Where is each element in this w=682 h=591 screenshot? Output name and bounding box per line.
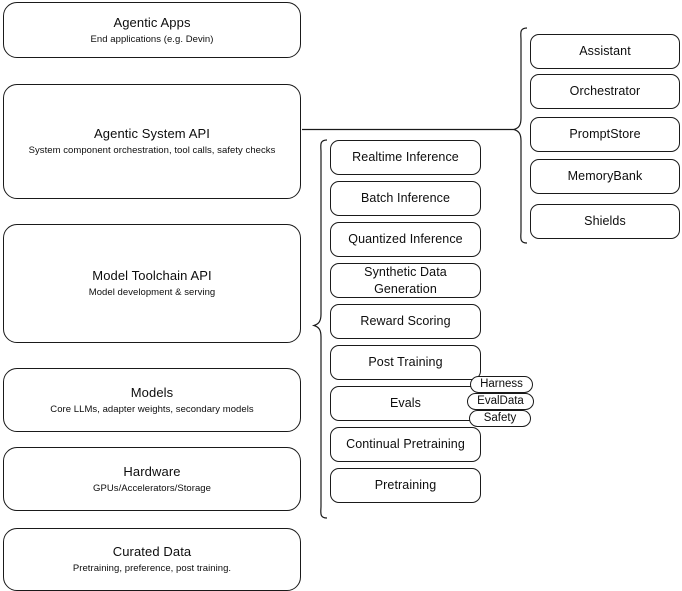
brace-system-components (511, 27, 528, 244)
capability-synthetic-data-generation[interactable]: Synthetic Data Generation (330, 263, 481, 298)
component-label: Assistant (579, 44, 631, 58)
layer-agentic-apps[interactable]: Agentic Apps End applications (e.g. Devi… (3, 2, 301, 58)
component-assistant[interactable]: Assistant (530, 34, 680, 69)
component-label: MemoryBank (567, 169, 643, 183)
capability-label: Batch Inference (360, 191, 451, 205)
component-label: Shields (584, 214, 626, 228)
evals-badge-evaldata[interactable]: EvalData (467, 393, 534, 410)
component-memorybank[interactable]: MemoryBank (530, 159, 680, 194)
brace-toolchain-capabilities (311, 139, 328, 519)
component-label: Orchestrator (569, 84, 641, 98)
layer-title: Models (130, 384, 174, 400)
layer-title: Model Toolchain API (92, 268, 212, 283)
capability-label: Evals (389, 396, 422, 410)
component-orchestrator[interactable]: Orchestrator (530, 74, 680, 109)
layer-models[interactable]: Models Core LLMs, adapter weights, secon… (3, 368, 301, 432)
capability-label: Synthetic Data Generation (364, 264, 447, 296)
capability-quantized-inference[interactable]: Quantized Inference (330, 222, 481, 257)
capability-evals[interactable]: Evals (330, 386, 481, 421)
layer-title: Hardware (123, 463, 181, 479)
capability-pretraining[interactable]: Pretraining (330, 468, 481, 503)
layer-title: Agentic Apps (113, 14, 191, 30)
capability-label: Pretraining (374, 478, 437, 492)
layer-subtitle: Model development & serving (88, 287, 216, 298)
layer-subtitle: Pretraining, preference, post training. (72, 563, 232, 574)
capability-label: Reward Scoring (360, 314, 451, 328)
layer-agentic-system-api[interactable]: Agentic System API System component orch… (3, 84, 301, 199)
component-shields[interactable]: Shields (530, 204, 680, 239)
capability-label: Post Training (368, 355, 443, 369)
capability-continual-pretraining[interactable]: Continual Pretraining (330, 427, 481, 462)
capability-label: Quantized Inference (348, 232, 463, 246)
capability-label: Continual Pretraining (346, 437, 465, 451)
layer-curated-data[interactable]: Curated Data Pretraining, preference, po… (3, 528, 301, 591)
evals-badge-harness[interactable]: Harness (470, 376, 533, 393)
layer-subtitle: End applications (e.g. Devin) (90, 33, 214, 45)
layer-hardware[interactable]: Hardware GPUs/Accelerators/Storage (3, 447, 301, 511)
layer-subtitle: Core LLMs, adapter weights, secondary mo… (50, 403, 254, 415)
capability-reward-scoring[interactable]: Reward Scoring (330, 304, 481, 339)
layer-model-toolchain-api[interactable]: Model Toolchain API Model development & … (3, 224, 301, 343)
evals-badge-safety[interactable]: Safety (469, 410, 531, 427)
layer-subtitle: GPUs/Accelerators/Storage (93, 482, 211, 494)
layer-title: Curated Data (112, 544, 192, 559)
layer-subtitle: System component orchestration, tool cal… (28, 145, 276, 156)
component-label: PromptStore (569, 127, 641, 141)
layer-title: Agentic System API (94, 126, 210, 141)
capability-label: Realtime Inference (352, 150, 459, 164)
capability-post-training[interactable]: Post Training (330, 345, 481, 380)
capability-realtime-inference[interactable]: Realtime Inference (330, 140, 481, 175)
capability-batch-inference[interactable]: Batch Inference (330, 181, 481, 216)
component-promptstore[interactable]: PromptStore (530, 117, 680, 152)
